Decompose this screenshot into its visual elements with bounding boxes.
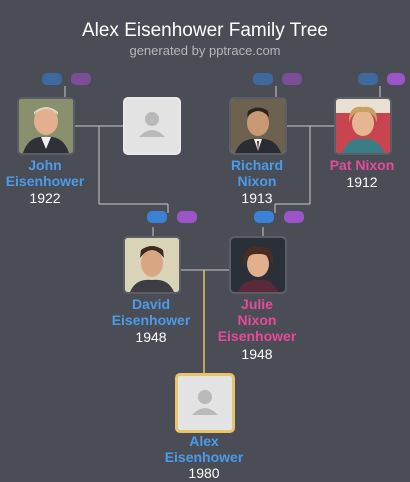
name-line: Nixon [237, 312, 277, 328]
name-line: Alex [189, 433, 219, 449]
john-eisenhower-photo[interactable] [17, 97, 75, 155]
name-line: Eisenhower [217, 328, 297, 344]
name-line: Nixon [237, 173, 277, 189]
richard-nixon-name[interactable]: Richard Nixon [197, 157, 317, 189]
alex-eisenhower-photo[interactable] [175, 373, 235, 433]
page-title: Alex Eisenhower Family Tree [81, 20, 329, 41]
pat-nixon-year: 1912 [346, 174, 378, 190]
portrait-icon [231, 99, 285, 153]
richard-nixon-photo[interactable] [229, 97, 287, 155]
unknown-person-photo[interactable] [123, 97, 181, 155]
name-line: David [131, 296, 171, 312]
mother-link-button[interactable] [71, 73, 91, 85]
john-eisenhower-name[interactable]: John Eisenhower [0, 157, 105, 189]
david-eisenhower-photo[interactable] [123, 236, 181, 294]
julie-nixon-eisenhower-name[interactable]: Julie Nixon Eisenhower [197, 296, 317, 344]
father-link-button[interactable] [358, 73, 378, 85]
name-line: John [28, 157, 62, 173]
richard-nixon-year: 1913 [241, 190, 273, 206]
name-line: Julie [241, 296, 273, 312]
person-placeholder-icon [192, 390, 218, 415]
pat-nixon-name[interactable]: Pat Nixon [302, 157, 410, 173]
portrait-icon [125, 238, 179, 292]
mother-link-button[interactable] [284, 211, 304, 223]
julie-nixon-eisenhower-photo[interactable] [229, 236, 287, 294]
name-line: Eisenhower [164, 449, 244, 465]
david-eisenhower-year: 1948 [135, 329, 167, 345]
john-eisenhower-year: 1922 [29, 190, 61, 206]
name-line: Pat Nixon [329, 157, 395, 173]
pat-nixon-photo[interactable] [334, 97, 392, 155]
father-link-button[interactable] [42, 73, 62, 85]
name-line: Eisenhower [5, 173, 85, 189]
page-subtitle: generated by pptrace.com [129, 43, 281, 58]
portrait-icon [231, 238, 285, 292]
father-link-button[interactable] [147, 211, 167, 223]
julie-nixon-eisenhower-year: 1948 [241, 346, 273, 362]
father-link-button[interactable] [253, 73, 273, 85]
name-line: Eisenhower [111, 312, 191, 328]
alex-eisenhower-name[interactable]: Alex Eisenhower [144, 433, 264, 465]
alex-eisenhower-year: 1980 [188, 465, 220, 481]
portrait-icon [336, 99, 390, 153]
father-link-button[interactable] [254, 211, 274, 223]
david-eisenhower-name[interactable]: David Eisenhower [91, 296, 211, 328]
portrait-icon [19, 99, 73, 153]
mother-link-button[interactable] [282, 73, 302, 85]
name-line: Richard [230, 157, 284, 173]
mother-link-button[interactable] [177, 211, 197, 223]
person-placeholder-icon [139, 112, 165, 137]
mother-link-button[interactable] [387, 73, 405, 85]
